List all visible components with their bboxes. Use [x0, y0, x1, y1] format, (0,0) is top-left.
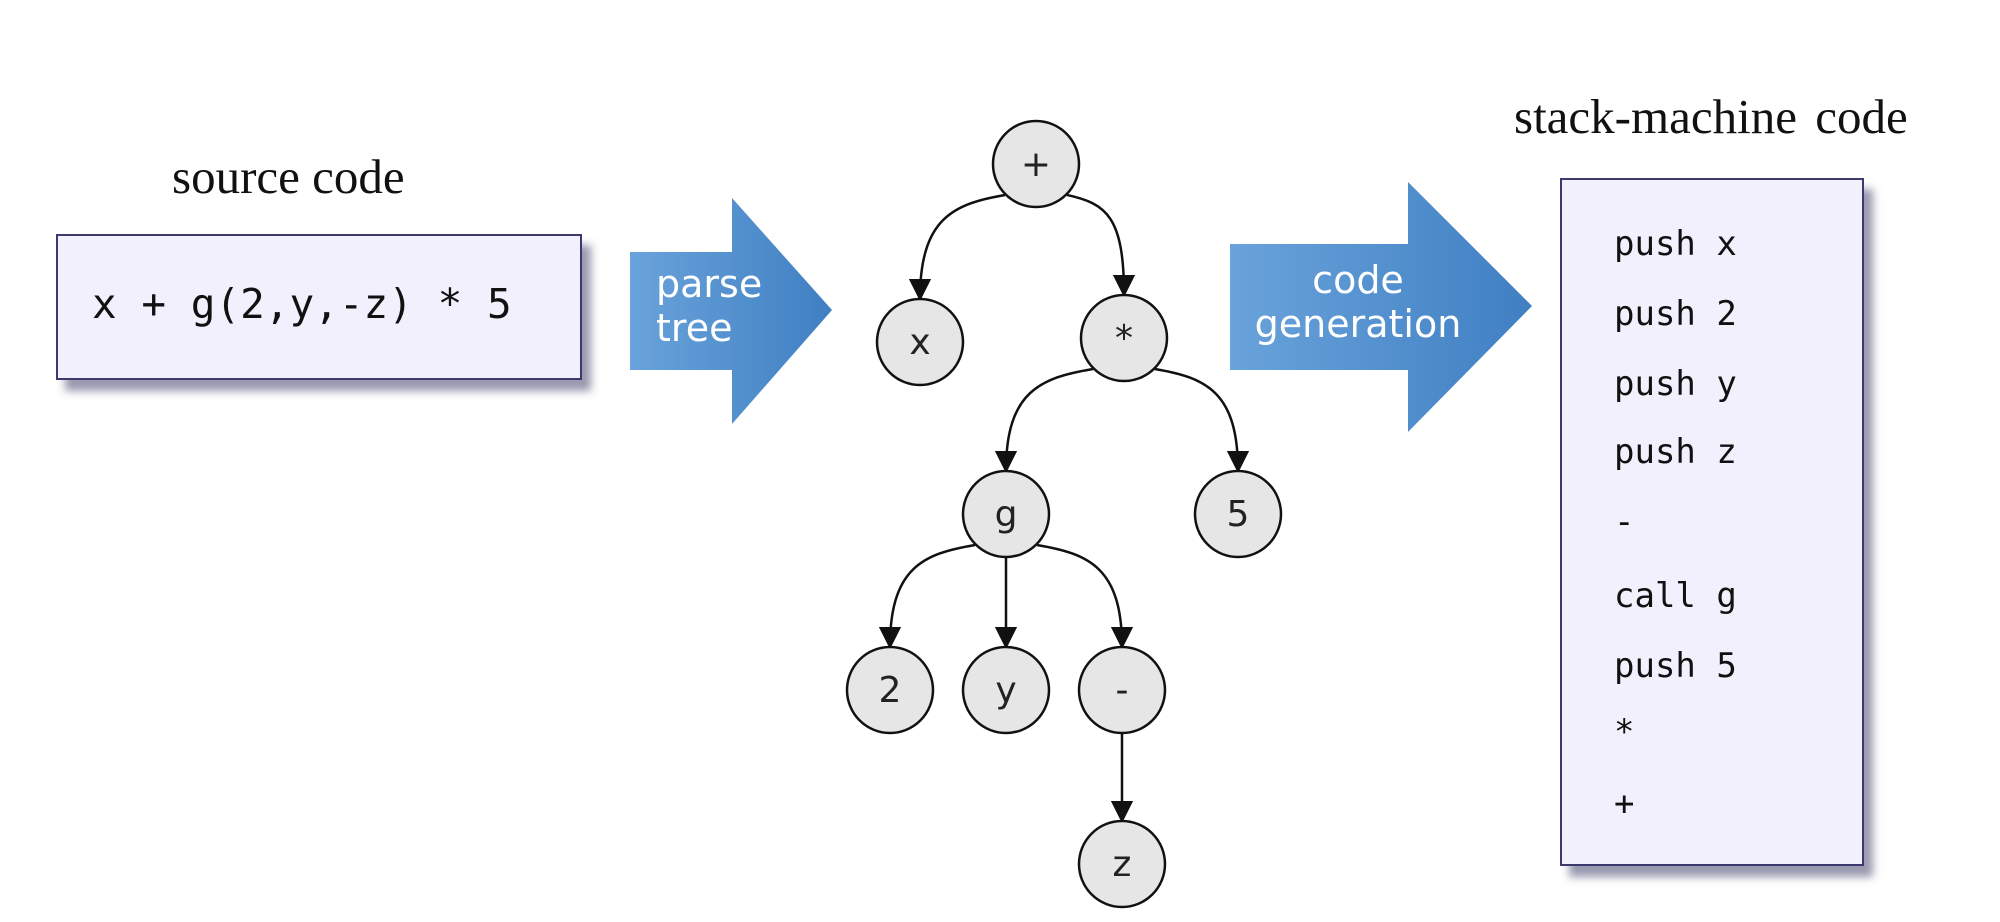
code-line: push y — [1614, 364, 1737, 404]
arrow-label-line: generation — [1254, 302, 1462, 346]
tree-node-label: * — [1115, 317, 1133, 359]
tree-node-plus — [991, 119, 1081, 209]
tree-node-label: + — [1020, 143, 1052, 185]
tree-node-label: z — [1112, 843, 1132, 885]
tree-node-x — [875, 297, 965, 387]
tree-node-five — [1193, 469, 1283, 559]
stack-machine-code-title: stack-machine code — [1514, 89, 1908, 144]
source-code-box: x + g(2,y,-z) * 5 — [56, 234, 582, 380]
tree-node-label: x — [909, 321, 931, 363]
code-generation-arrow-label: code generation — [1248, 258, 1468, 346]
parse-tree-arrow-label: parse tree — [656, 262, 762, 350]
tree-node-label: 2 — [878, 669, 902, 711]
source-code-text: x + g(2,y,-z) * 5 — [92, 280, 512, 328]
code-line: - — [1614, 502, 1635, 542]
arrow-label-line: parse — [656, 262, 763, 306]
tree-node-minus — [1077, 645, 1167, 735]
tree-node-label: - — [1115, 669, 1129, 711]
code-line: + — [1614, 784, 1635, 824]
tree-node-g — [961, 469, 1051, 559]
code-line: push z — [1614, 432, 1737, 472]
tree-node-two — [845, 645, 935, 735]
tree-edge-plus-times — [1066, 193, 1136, 298]
tree-node-label: y — [995, 669, 1017, 711]
code-line: call g — [1614, 576, 1737, 616]
tree-node-z — [1077, 819, 1167, 909]
code-line: push 2 — [1614, 294, 1737, 334]
tree-node-label: g — [994, 493, 1018, 535]
parse-tree-arrow — [630, 198, 832, 424]
code-line: push 5 — [1614, 646, 1737, 686]
tree-node-times — [1079, 293, 1169, 383]
tree-edge-g-two — [878, 543, 976, 650]
tree-node-y — [961, 645, 1051, 735]
tree-edge-plus-x — [908, 193, 1006, 302]
code-line: * — [1614, 712, 1635, 752]
tree-edge-times-g — [994, 367, 1094, 474]
code-line: push x — [1614, 224, 1737, 264]
arrow-label-line: tree — [656, 306, 733, 350]
tree-edge-g-minus — [1036, 543, 1134, 650]
arrow-label-line: code — [1312, 258, 1404, 302]
code-generation-arrow — [1230, 182, 1532, 432]
source-code-title: source code — [172, 149, 405, 204]
tree-node-label: 5 — [1226, 493, 1250, 535]
stack-code-box: push x push 2 push y push z - call g pus… — [1560, 178, 1864, 866]
tree-edge-times-five — [1154, 367, 1250, 474]
